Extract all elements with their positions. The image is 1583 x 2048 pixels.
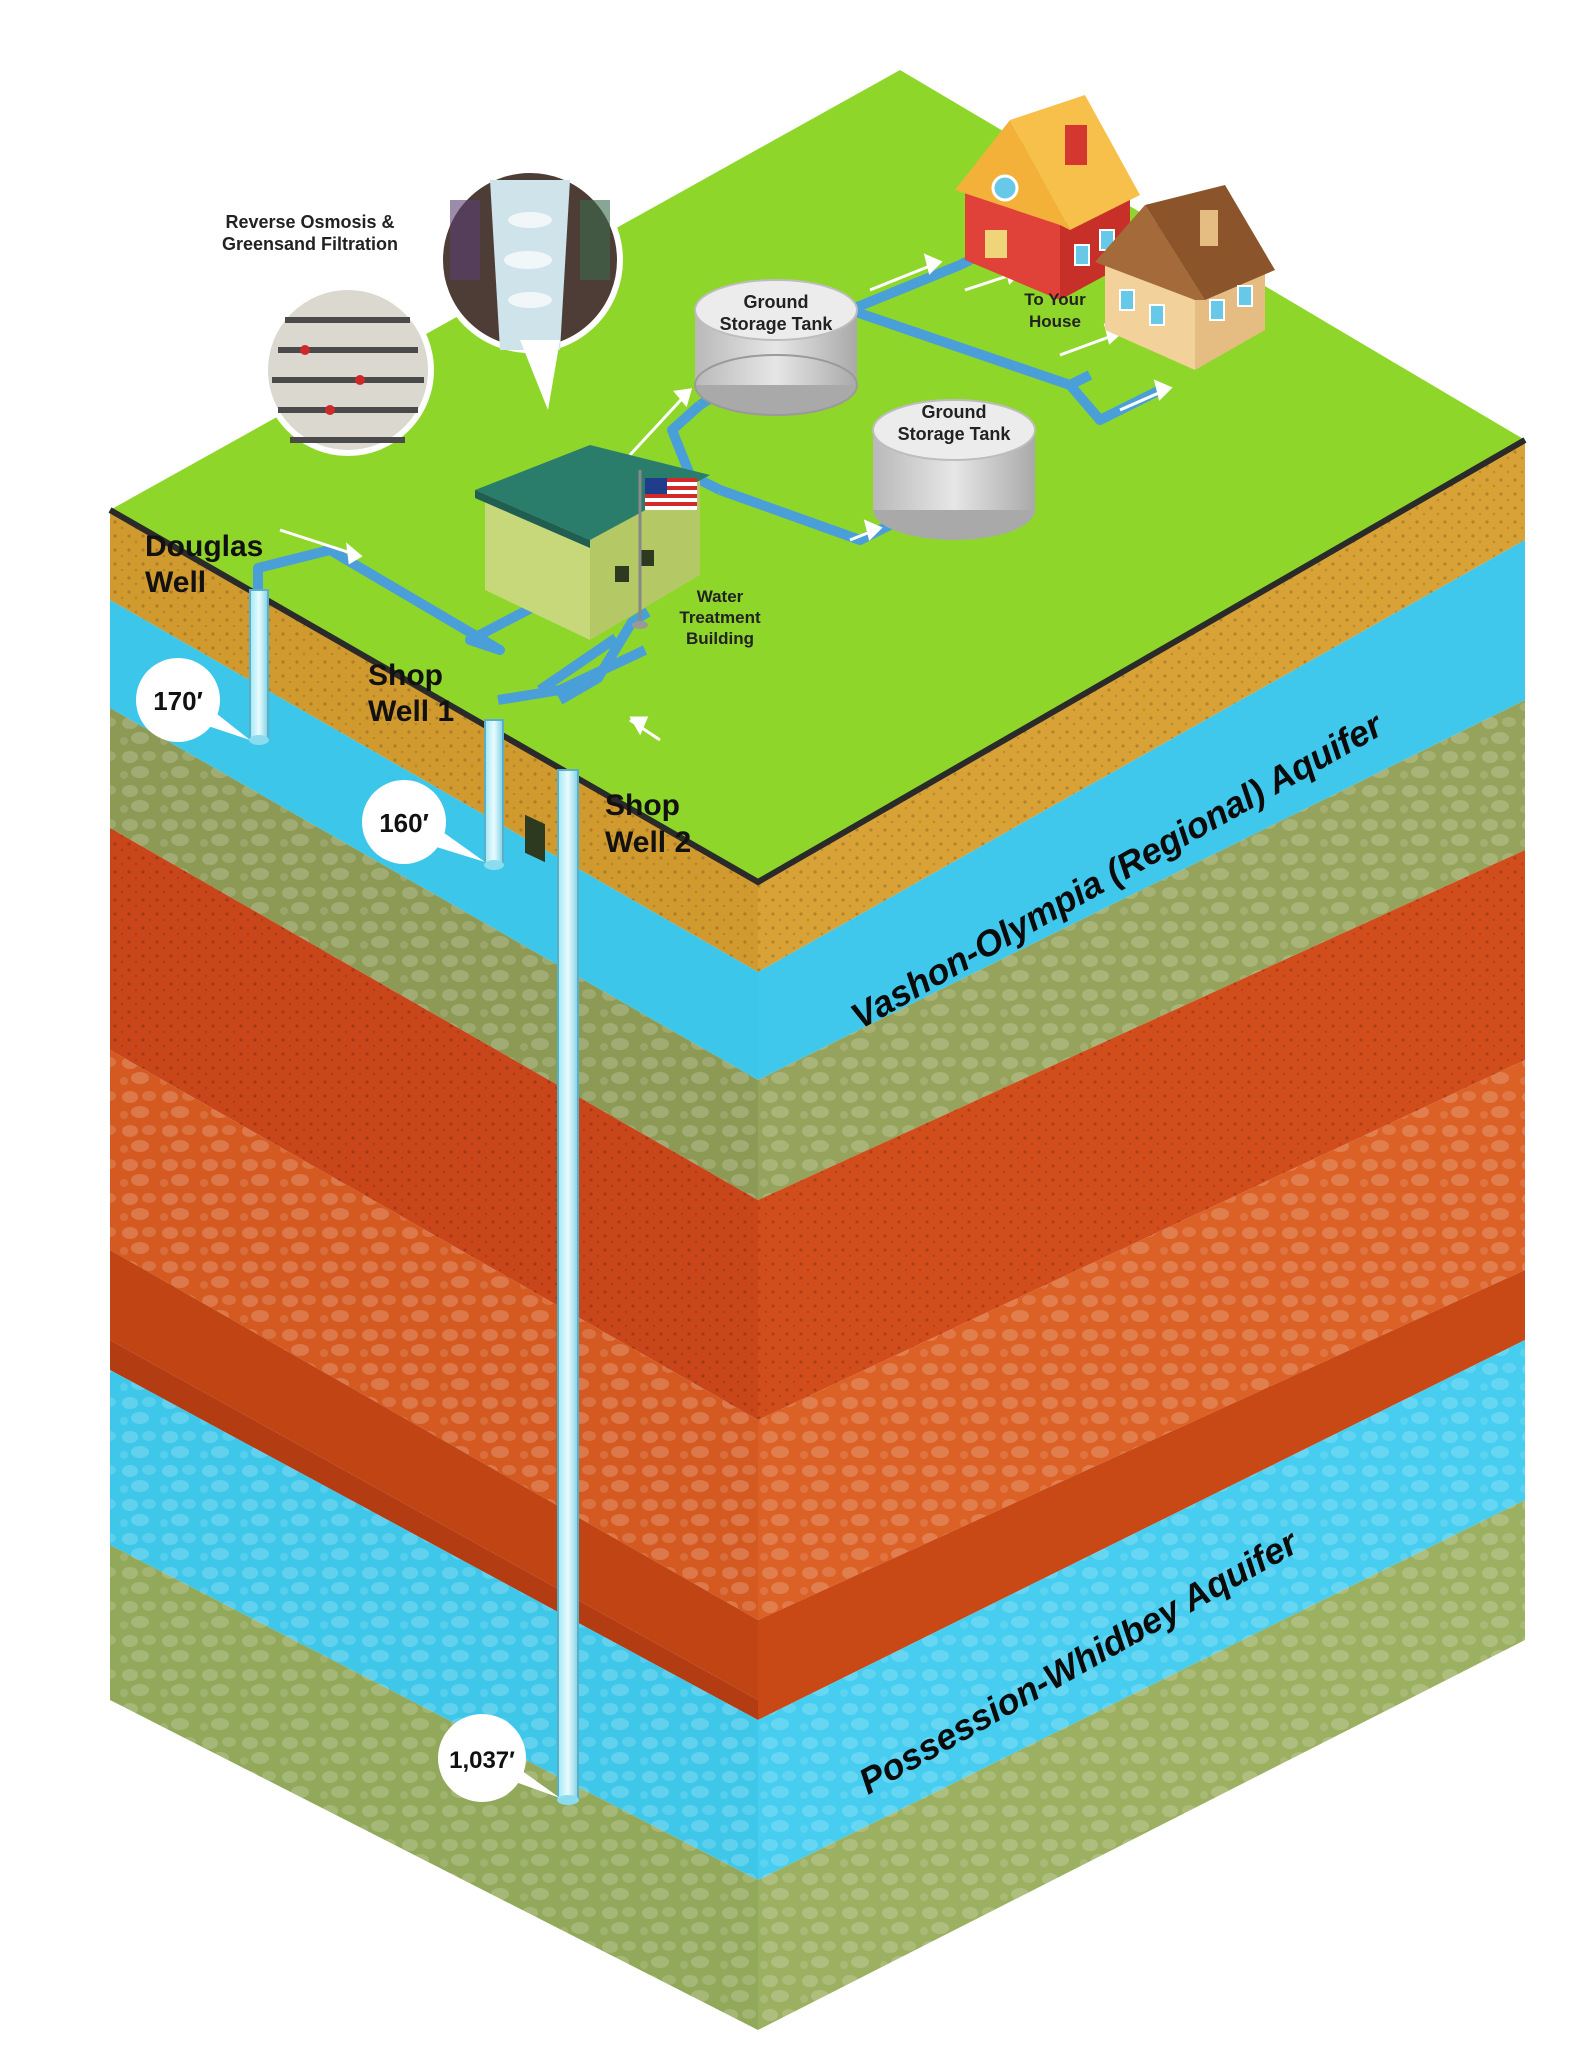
wtb-label-line2: Treatment [679,608,761,627]
shop-well-2-label-line2: Well 2 [605,826,691,859]
ground-storage-tank-1 [694,279,858,416]
ground-storage-tank-2 [872,399,1036,540]
filtration-photo-left [262,284,434,456]
filtration-photo-right [437,167,623,353]
surface-edge [108,437,1527,886]
ro-label-line2: Greensand Filtration [222,234,398,254]
shop-well-2-label-line1: Shop [605,789,680,822]
depth-shop2: 1,037′ [449,1747,515,1774]
depth-bubble-shop2 [438,1714,560,1802]
shop-well-1-label-line1: Shop [368,659,443,692]
house-red [955,95,1140,300]
wtb-label-line1: Water [697,587,744,606]
shop-well-1-pipe [484,719,504,866]
douglas-well-label-line2: Well [145,566,206,599]
depth-shop1: 160′ [379,808,429,838]
callout-pointer [520,340,560,410]
right-face-strata [758,440,1525,2030]
tank-2-label-line1: Ground [922,402,987,422]
house-label-line2: House [1029,312,1081,331]
tank-2-label-line2: Storage Tank [898,424,1012,444]
wtb-label-line3: Building [686,629,754,648]
shop-well-2-pipe [557,769,579,1801]
tank-1-label-line2: Storage Tank [720,314,834,334]
left-face-strata [110,510,758,2030]
douglas-well-label-line1: Douglas [145,530,263,563]
water-treatment-building [475,445,710,863]
shop-well-1-label-line2: Well 1 [368,695,454,728]
tank-1-label-line1: Ground [744,292,809,312]
depth-bubble-shop1 [362,780,485,864]
house-label-line1: To Your [1024,290,1086,309]
douglas-well-pipe [249,589,269,741]
depth-douglas: 170′ [153,686,203,716]
house-tan [1095,185,1275,370]
ro-label-line1: Reverse Osmosis & [225,212,394,232]
flow-arrows [279,253,1173,742]
depth-bubble-douglas [136,658,250,742]
well-pipes [249,589,579,1805]
